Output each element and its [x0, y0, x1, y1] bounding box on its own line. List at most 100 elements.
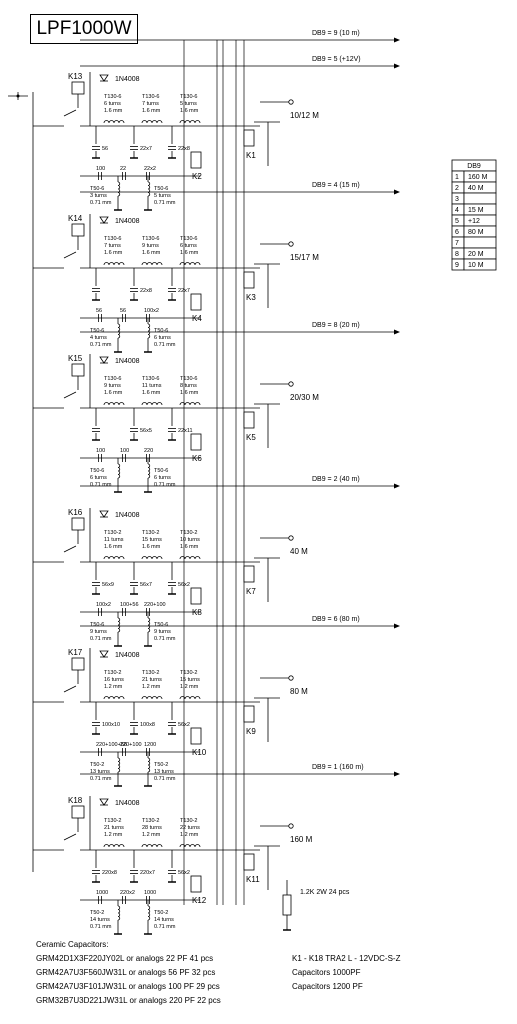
- band-6-db9-arrow: [394, 771, 400, 777]
- band-1-cap-bot-label: 100: [96, 166, 105, 172]
- band-5-toroid-turns: 16 turns: [104, 677, 124, 683]
- band-4-small-coil-1: [117, 617, 121, 633]
- band-3-toroid-type: T130-6: [180, 376, 197, 382]
- band-3-small-type: T50-6: [154, 468, 168, 474]
- db9-table-pin: 4: [455, 207, 459, 214]
- band-5-cap-top-label: 100x10: [102, 722, 120, 728]
- band-3-cap-top-label: 56x5: [140, 428, 152, 434]
- band-5-toroid-turns: 21 turns: [142, 677, 162, 683]
- band-6-toroid-wire: 1.2 mm: [180, 832, 199, 838]
- band-5-diode: [99, 650, 109, 658]
- band-1-db9-label: DB9 = 9 (10 m): [312, 30, 360, 37]
- band-6-cap-bot-label: 1000: [96, 890, 108, 896]
- band-1-cap-bot-label: 22: [120, 166, 126, 172]
- band-5-cap-bot-label: 220+100+56: [96, 742, 127, 748]
- band-2-toroid-turns: 6 turns: [180, 243, 197, 249]
- band-6-toroid-turns: 22 turns: [180, 825, 200, 831]
- band-5-small-type: T50-2: [154, 762, 168, 768]
- band-3-toroid-3: [179, 402, 201, 406]
- band-1-relay-contact: [63, 109, 77, 117]
- band-5-small-turns: 13 turns: [90, 769, 110, 775]
- band-2-small-turns: 6 turns: [154, 335, 171, 341]
- band-2-small-type: T50-6: [154, 328, 168, 334]
- db9-table-value: 80 M: [468, 229, 484, 236]
- relay-note-1: K1 - K18 TRA2 L - 12VDC-S-Z: [292, 954, 401, 963]
- db9-table-value: +12: [468, 218, 480, 225]
- band-4-toroid-wire: 1.6 mm: [180, 544, 199, 550]
- band-3-relay-a: [243, 411, 255, 429]
- band-6-small-wire: 0.71 mm: [90, 924, 112, 930]
- db9-table-value: 160 M: [468, 174, 488, 181]
- band-5-relay-b-label: K10: [192, 748, 207, 757]
- band-4-toroid-type: T130-2: [180, 530, 197, 536]
- band-6-toroid-turns: 21 turns: [104, 825, 124, 831]
- band-1-small-turns: 5 turns: [154, 193, 171, 199]
- band-3-small-coil-2: [147, 463, 151, 479]
- band-4-cap-top-label: 56x9: [102, 582, 114, 588]
- band-2-toroid-3: [179, 262, 201, 266]
- band-6-small-turns: 14 turns: [154, 917, 174, 923]
- band-6-diode: [99, 798, 109, 806]
- band-4-small-type: T50-6: [154, 622, 168, 628]
- band-6-relay-contact: [63, 833, 77, 841]
- band-1-small-type: T50-6: [154, 186, 168, 192]
- band-4-toroid-type: T130-2: [104, 530, 121, 536]
- db9-table-pin: 9: [455, 262, 459, 269]
- band-5-input-relay: [71, 657, 85, 671]
- band-2-cap-bot-label: 100x2: [144, 308, 159, 314]
- band-5-toroid-wire: 1.2 mm: [142, 684, 161, 690]
- band-4-toroid-2: [141, 556, 163, 560]
- band-6-small-type: T50-2: [154, 910, 168, 916]
- band-3-diode: [99, 356, 109, 364]
- ceramic-line-1: GRM42D1X3F220JY02L or analogs 22 PF 41 p…: [36, 954, 214, 963]
- band-1-db9b-arrow: [394, 63, 400, 69]
- db9-table-pin: 8: [455, 251, 459, 258]
- band-1-input-relay-label: K13: [68, 72, 83, 81]
- band-3-diode-label: 1N4008: [115, 358, 140, 365]
- band-4-cap-bot-label: 100x2: [96, 602, 111, 608]
- band-6-relay-b-label: K12: [192, 896, 207, 905]
- band-2-relay-b: [190, 293, 202, 311]
- band-2-output-connector: [288, 241, 294, 247]
- band-4-output-connector: [288, 535, 294, 541]
- band-5-cap-top-label: 56x2: [178, 722, 190, 728]
- band-3-relay-a-label: K5: [246, 433, 256, 442]
- band-3-cap-bot-label: 220: [144, 448, 153, 454]
- band-6-cap-top-label: 56x2: [178, 870, 190, 876]
- band-3-toroid-type: T130-6: [142, 376, 159, 382]
- band-5-small-turns: 13 turns: [154, 769, 174, 775]
- band-1-small-turns: 3 turns: [90, 193, 107, 199]
- band-4-relay-b: [190, 587, 202, 605]
- input-node: [16, 94, 20, 98]
- band-3-toroid-turns: 9 turns: [104, 383, 121, 389]
- band-5-toroid-type: T130-2: [104, 670, 121, 676]
- band-3-small-coil-1: [117, 463, 121, 479]
- band-5-output-label: 80 M: [290, 687, 308, 696]
- band-1-cap-bot-label: 22x2: [144, 166, 156, 172]
- band-2-toroid-turns: 9 turns: [142, 243, 159, 249]
- band-1-relay-a: [243, 129, 255, 147]
- band-6-toroid-turns: 28 turns: [142, 825, 162, 831]
- band-6-toroid-wire: 1.2 mm: [142, 832, 161, 838]
- band-6-cap-bot-label: 220x2: [120, 890, 135, 896]
- band-6-diode-label: 1N4008: [115, 800, 140, 807]
- band-5-db9-arrow: [394, 623, 400, 629]
- band-4-toroid-turns: 15 turns: [142, 537, 162, 543]
- resistor-label: 1.2K 2W 24 pcs: [300, 889, 350, 896]
- band-2-relay-a: [243, 271, 255, 289]
- ceramic-title: Ceramic Capacitors:: [36, 940, 109, 949]
- band-2-toroid-wire: 1.6 mm: [180, 250, 199, 256]
- band-3-relay-contact: [63, 391, 77, 399]
- band-1-relay-b-label: K2: [192, 172, 202, 181]
- band-5-relay-contact: [63, 685, 77, 693]
- db9-table-pin: 3: [455, 196, 459, 203]
- band-6-small-turns: 14 turns: [90, 917, 110, 923]
- band-4-diode-label: 1N4008: [115, 512, 140, 519]
- band-1-toroid-turns: 7 turns: [142, 101, 159, 107]
- band-6-cap-bot-label: 1000: [144, 890, 156, 896]
- band-6-relay-b: [190, 875, 202, 893]
- ceramic-line-2: GRM42A7U3F560JW31L or analogs 56 PF 32 p…: [36, 968, 216, 977]
- band-2-toroid-2: [141, 262, 163, 266]
- band-4-small-turns: 9 turns: [154, 629, 171, 635]
- band-1-toroid-1: [103, 120, 125, 124]
